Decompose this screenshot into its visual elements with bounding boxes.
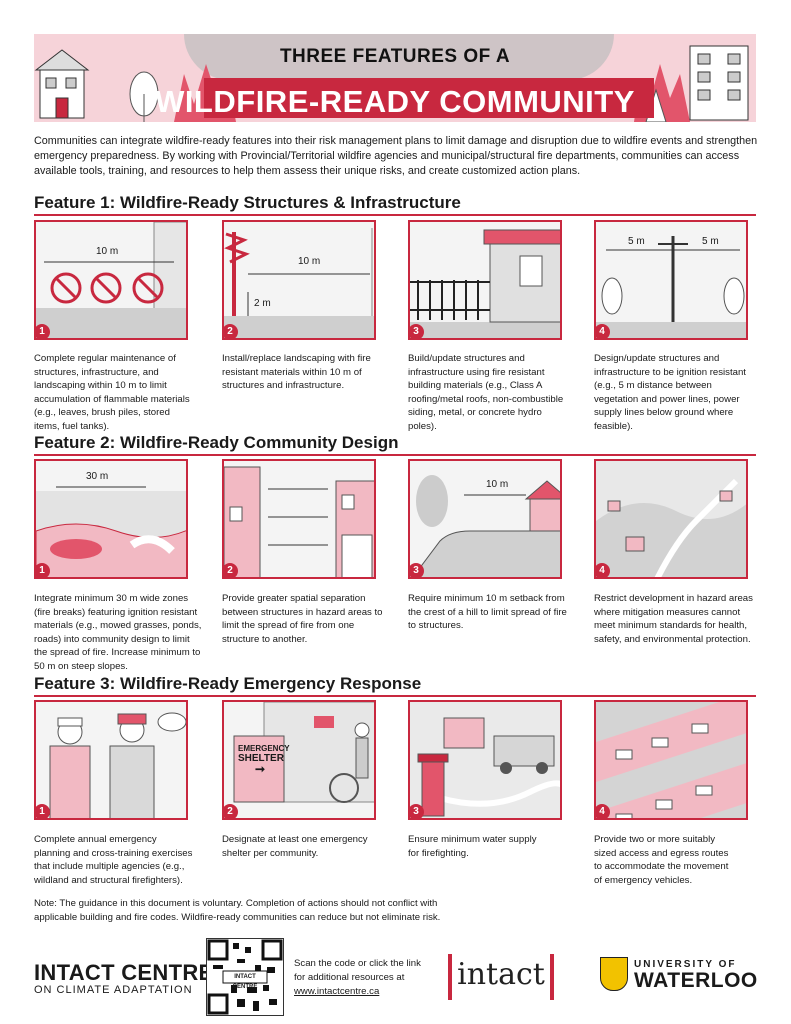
step-number: 4: [596, 804, 610, 818]
hydrant-illustration: [410, 702, 560, 818]
step-number: 2: [224, 804, 238, 818]
f2-caption-3: Require minimum 10 m setback from the cr…: [408, 593, 567, 631]
feature-1-heading: Feature 1: Wildfire-Ready Structures & I…: [34, 193, 461, 212]
feature-3-heading: Feature 3: Wildfire-Ready Emergency Resp…: [34, 674, 422, 693]
step-number: 3: [410, 804, 424, 818]
feature-1-rule: [34, 214, 756, 216]
smoke-shape: [184, 34, 614, 80]
f3-panel-2: EMERGENCY SHELTER ➞ 2: [222, 700, 376, 820]
hazard-area-illustration: [596, 461, 746, 577]
f1-caption-1: Complete regular maintenance of structur…: [34, 353, 190, 432]
f2-panel-3: 10 m 3: [408, 459, 562, 579]
f2-panel-1: 30 m 1: [34, 459, 188, 579]
height-label: 2 m: [254, 298, 271, 309]
f1-panel-2: 10 m 2 m 2: [222, 220, 376, 340]
f3-caption-2: Designate at least one emergency shelter…: [222, 834, 368, 859]
intact-logo: intact: [448, 954, 554, 1000]
step-number: 4: [596, 563, 610, 577]
distance-label: 10 m: [96, 246, 119, 257]
step-number: 4: [596, 324, 610, 338]
logo-line-1: INTACT CENTRE: [34, 960, 214, 985]
disclaimer-note: Note: The guidance in this document is v…: [34, 898, 441, 923]
f1-caption-3: Build/update structures and infrastructu…: [408, 353, 564, 432]
title-banner: THREE FEATURES OF A WILDFIRE-READY COMMU…: [34, 34, 756, 122]
qr-label: INTACT CENTRE: [232, 974, 258, 990]
emergency-shelter-illustration: [233, 702, 374, 803]
f1-caption-2: Install/replace landscaping with fire re…: [222, 353, 371, 391]
spatial-separation-illustration: [224, 466, 374, 577]
uw-line-2: WATERLOO: [634, 969, 758, 992]
feature-2-heading: Feature 2: Wildfire-Ready Community Desi…: [34, 433, 399, 452]
f3-caption-4: Provide two or more suitably sized acces…: [594, 834, 729, 886]
f2-panel-2: 2: [222, 459, 376, 579]
arrow-right-icon: ➞: [254, 762, 266, 776]
firefighters-illustration: [49, 712, 186, 818]
f2-caption-4: Restrict development in hazard areas whe…: [594, 593, 753, 645]
logo-line-2: ON CLIMATE ADAPTATION: [34, 984, 193, 996]
egress-routes-illustration: [596, 702, 746, 818]
distance-label: 10 m: [298, 256, 321, 267]
scan-line-1: Scan the code or click the link: [294, 958, 421, 969]
sign-line-1: EMERGENCY: [238, 744, 290, 753]
title-red-box: [204, 78, 654, 118]
scan-instructions: Scan the code or click the link for addi…: [294, 957, 424, 999]
qr-pattern: [207, 939, 283, 1015]
f2-caption-2: Provide greater spatial separation betwe…: [222, 593, 383, 645]
title-line-2: WILDFIRE-READY COMMUNITY: [155, 84, 635, 119]
distance-label: 10 m: [486, 479, 509, 490]
f1-caption-4: Design/update structures and infrastruct…: [594, 353, 746, 432]
step-number: 3: [410, 324, 424, 338]
f2-panel-4: 4: [594, 459, 748, 579]
step-number: 3: [410, 563, 424, 577]
f3-panel-3: 3: [408, 700, 562, 820]
step-number: 1: [36, 324, 50, 338]
fire-break-illustration: [36, 486, 186, 577]
distance-label: 30 m: [86, 471, 109, 482]
landscaping-illustration: [224, 228, 374, 338]
f3-caption-3: Ensure minimum water supply for firefigh…: [408, 834, 537, 859]
f3-caption-1: Complete annual emergency planning and c…: [34, 834, 193, 886]
setback-illustration: [412, 475, 560, 577]
title-line-1: THREE FEATURES OF A: [279, 46, 511, 67]
scan-line-2: for additional resources at: [294, 972, 405, 983]
step-number: 2: [224, 324, 238, 338]
banner-illustration: [34, 45, 749, 122]
sign-line-2: SHELTER: [238, 753, 284, 764]
distance-label-right: 5 m: [702, 236, 719, 247]
maintenance-illustration: [36, 222, 186, 338]
fire-resistant-building-illustration: [410, 229, 560, 338]
qr-code[interactable]: INTACT CENTRE: [206, 938, 284, 1016]
f1-panel-1: 10 m 1: [34, 220, 188, 340]
feature-2-rule: [34, 454, 756, 456]
f3-panel-1: 1: [34, 700, 188, 820]
step-number: 1: [36, 563, 50, 577]
f1-panel-3: 3: [408, 220, 562, 340]
intact-centre-logo: INTACT CENTRE ON CLIMATE ADAPTATION: [34, 960, 213, 996]
step-number: 2: [224, 563, 238, 577]
f1-panel-4: 5 m 5 m 4: [594, 220, 748, 340]
distance-label-left: 5 m: [628, 236, 645, 247]
intro-paragraph: Communities can integrate wildfire-ready…: [34, 135, 758, 177]
feature-3-rule: [34, 695, 756, 697]
shield-icon: [600, 957, 628, 991]
step-number: 1: [36, 804, 50, 818]
uw-line-1: UNIVERSITY OF: [634, 959, 737, 970]
power-lines-illustration: [596, 236, 746, 338]
f3-panel-4: 4: [594, 700, 748, 820]
f2-caption-1: Integrate minimum 30 m wide zones (fire …: [34, 593, 202, 672]
shelter-sign: EMERGENCY SHELTER ➞: [238, 744, 290, 776]
website-link[interactable]: www.intactcentre.ca: [294, 986, 380, 997]
